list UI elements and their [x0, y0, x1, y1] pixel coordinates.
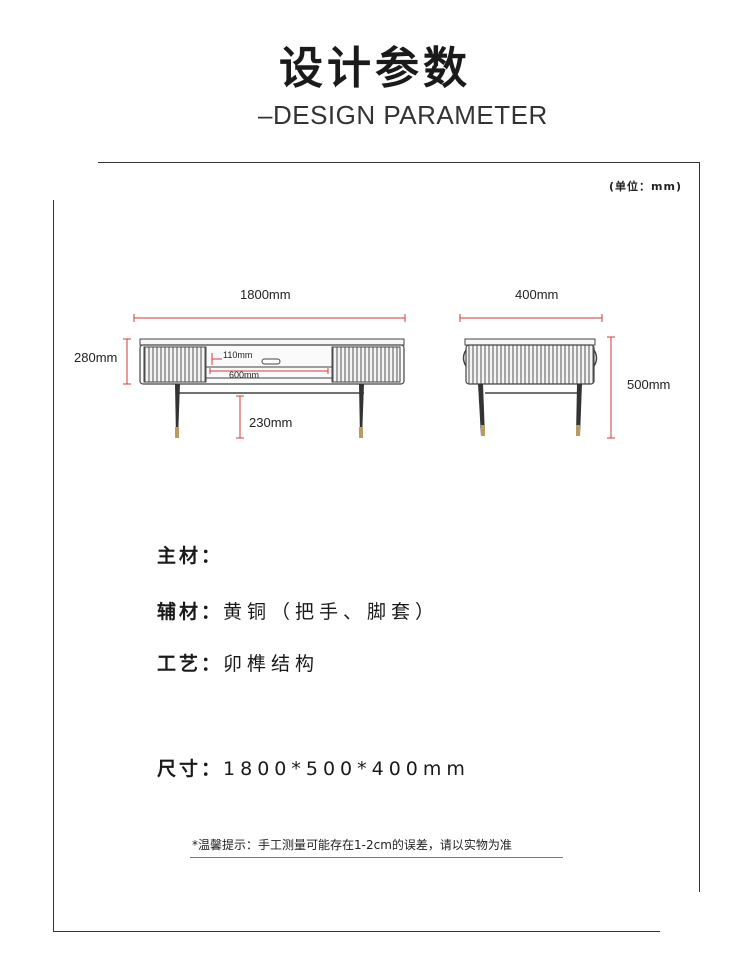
- spec-value: 1800*500*400mm: [223, 758, 470, 780]
- note-underline: [190, 857, 563, 858]
- page-subtitle: –DESIGN PARAMETER: [258, 100, 548, 130]
- front-view: [139, 338, 405, 438]
- dim-leg-height: 230mm: [249, 415, 293, 430]
- spec-main-material: 主材：: [157, 541, 223, 568]
- spec-key: 主材：: [157, 545, 224, 567]
- frame-right-line: [699, 162, 700, 892]
- measurement-note: *温馨提示：手工测量可能存在1-2cm的误差，请以实物为准: [192, 838, 512, 852]
- spec-craft: 工艺：卯榫结构: [157, 649, 319, 676]
- spec-secondary-material: 辅材：黄铜（把手、脚套）: [157, 597, 439, 624]
- dim-front-width: 1800mm: [240, 287, 291, 302]
- unit-label: (单位：mm): [609, 180, 682, 193]
- spec-key: 工艺：: [157, 653, 224, 675]
- spec-key: 辅材：: [157, 601, 224, 623]
- dim-front-height: 280mm: [74, 350, 118, 365]
- spec-value: 卯榫结构: [223, 653, 320, 675]
- dim-side-depth: 400mm: [515, 287, 559, 302]
- spec-key: 尺寸：: [157, 758, 224, 780]
- spec-value: 黄铜（把手、脚套）: [223, 601, 440, 623]
- dim-drawer-handle: 110mm: [223, 350, 253, 360]
- frame-left-line: [53, 200, 54, 932]
- side-view: [462, 338, 598, 436]
- dim-inner-opening: 600mm: [229, 370, 260, 380]
- frame-top-line: [98, 162, 700, 163]
- dimension-lines: [123, 314, 615, 439]
- frame-bottom-line: [53, 931, 660, 932]
- spec-size: 尺寸：1800*500*400mm: [157, 754, 470, 781]
- dim-side-height: 500mm: [627, 377, 671, 392]
- page-title: 设计参数: [279, 43, 471, 94]
